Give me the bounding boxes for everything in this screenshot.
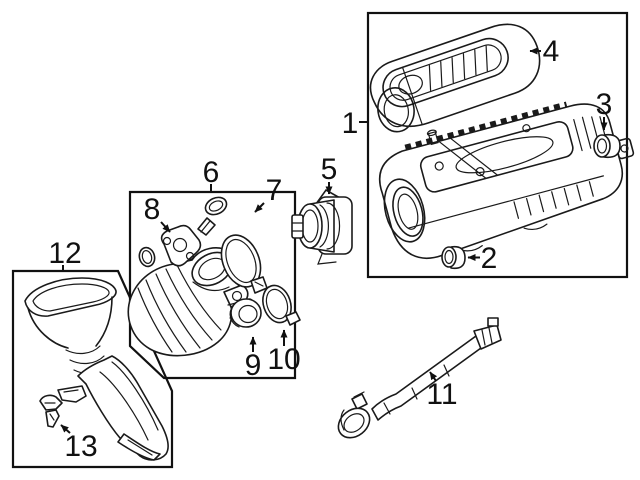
callout-13: 13 (60, 424, 98, 463)
callout-1: 1 (342, 107, 368, 140)
bracket-part (160, 224, 202, 267)
callout-13-label: 13 (64, 430, 97, 463)
callout-6-label: 6 (203, 156, 220, 189)
callout-5: 5 (321, 153, 338, 195)
hose-clamp-large-part (220, 234, 268, 294)
hose-boot-part (229, 298, 262, 328)
grommet-lower-part (441, 245, 466, 270)
callout-5-label: 5 (321, 153, 338, 186)
duct-bracket-tab (57, 385, 87, 403)
retainer-clip-part (39, 394, 63, 428)
callout-2: 2 (467, 242, 498, 275)
callout-1-label: 1 (342, 107, 359, 140)
callout-7-label: 7 (266, 174, 283, 207)
intake-duct-part (24, 277, 169, 461)
callout-11-arrow (429, 371, 438, 382)
callout-7: 7 (254, 174, 283, 213)
callout-4-label: 4 (543, 35, 560, 68)
callout-6: 6 (203, 156, 220, 191)
o-ring-part (138, 246, 156, 268)
callout-13-arrow (60, 424, 71, 434)
bolt-part (197, 196, 228, 236)
callout-3: 3 (596, 88, 613, 131)
callout-10-label: 10 (267, 343, 300, 376)
callout-8-arrow (160, 221, 171, 233)
grommet-upper-part (593, 133, 621, 159)
callout-2-label: 2 (481, 242, 498, 275)
callouts: 1 2 3 4 5 6 7 8 (48, 35, 612, 463)
callout-9: 9 (245, 336, 262, 382)
callout-3-label: 3 (596, 88, 613, 121)
adapter-duct-part (291, 188, 353, 265)
callout-10: 10 (267, 329, 301, 376)
assembly-frame-air-cleaner (366, 11, 629, 279)
air-duct-cover-part (369, 23, 541, 133)
callout-8: 8 (144, 193, 171, 233)
callout-12-label: 12 (48, 237, 81, 270)
callout-12: 12 (48, 237, 82, 271)
callout-11: 11 (426, 371, 458, 411)
callout-7-arrow (254, 202, 265, 213)
callout-11-label: 11 (426, 378, 457, 411)
assembly-frame-intake-duct (11, 269, 174, 469)
callout-4: 4 (529, 35, 560, 68)
callout-9-label: 9 (245, 349, 262, 382)
breather-hose-part (337, 317, 502, 439)
air-cleaner-housing-part (378, 101, 635, 260)
callout-8-label: 8 (144, 193, 161, 226)
hose-clamp-small-part (262, 284, 301, 326)
